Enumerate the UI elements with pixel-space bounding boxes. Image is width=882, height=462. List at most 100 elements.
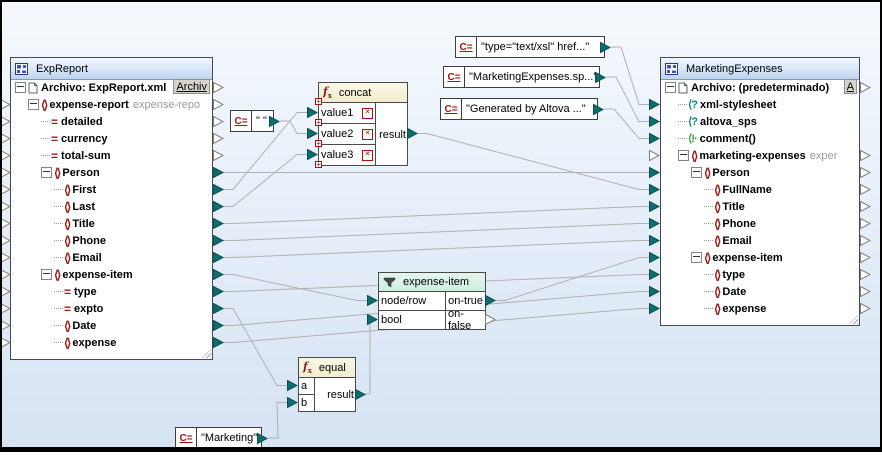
collapse-toggle[interactable]: [691, 167, 702, 178]
tree-item-expense[interactable]: ⟨⟩expense: [662, 300, 857, 317]
output-connector-Title[interactable]: [860, 201, 871, 212]
output-connector-expense[interactable]: [860, 303, 871, 314]
output-connector-on-false[interactable]: [485, 314, 496, 325]
tree-item-First[interactable]: ⟨⟩First: [12, 181, 210, 198]
filter-input-node/row[interactable]: node/row: [379, 292, 445, 311]
tree-item-Title[interactable]: ⟨⟩Title: [12, 215, 210, 232]
wire-filter-on-true-to-target-expense-item[interactable]: [495, 257, 649, 301]
output-connector-Person[interactable]: [860, 167, 871, 178]
output-connector-marketing-expenses[interactable]: [860, 150, 871, 161]
tree-item-Archivo-predeterminado-[interactable]: Archivo: (predeterminado)A: [662, 79, 857, 96]
input-connector-value2[interactable]: [307, 128, 318, 139]
input-connector-node/row[interactable]: [367, 295, 378, 306]
collapse-toggle[interactable]: [41, 167, 52, 178]
collapse-toggle[interactable]: [41, 269, 52, 280]
input-connector-type[interactable]: [649, 269, 660, 280]
collapse-toggle[interactable]: [28, 99, 39, 110]
wire-const-space-to-concat-value2[interactable]: [280, 120, 307, 134]
output-connector-Title[interactable]: [213, 218, 224, 229]
output-connector-Last[interactable]: [213, 201, 224, 212]
wire-source-expto-to-equal-a[interactable]: [223, 308, 287, 386]
component-expreport[interactable]: ExpReport: [10, 57, 213, 360]
component-header[interactable]: MarketingExpenses: [661, 58, 859, 80]
add-parameter-icon[interactable]: +: [315, 139, 322, 148]
delete-parameter-icon[interactable]: ✕: [362, 149, 373, 161]
tree-item-Date[interactable]: ⟨⟩Date: [662, 283, 857, 300]
input-connector-expense[interactable]: [2, 337, 11, 348]
add-parameter-icon[interactable]: +: [315, 160, 322, 169]
input-connector-total-sum[interactable]: [2, 150, 11, 161]
wire-concat-result-to-target-FullName[interactable]: [417, 133, 649, 190]
input-connector-Date[interactable]: [2, 320, 11, 331]
output-connector-type[interactable]: [213, 286, 224, 297]
input-connector-altova_sps[interactable]: [649, 116, 660, 127]
output-connector-Date[interactable]: [213, 320, 224, 331]
tree-item-xml-stylesheet[interactable]: ⟨?xml-stylesheet: [662, 96, 857, 113]
constant-generated[interactable]: C="Generated by Altova ...": [440, 98, 598, 120]
input-connector-detailed[interactable]: [2, 116, 11, 127]
function-output-result[interactable]: result: [375, 103, 407, 166]
tree-item-Person[interactable]: ⟨⟩Person: [662, 164, 857, 181]
tree-item-Email[interactable]: ⟨⟩Email: [662, 232, 857, 249]
delete-parameter-icon[interactable]: ✕: [362, 128, 373, 140]
output-connector-Phone[interactable]: [860, 218, 871, 229]
constant-xsl-type[interactable]: C="type="text/xsl" href...": [455, 36, 605, 58]
input-connector-expense-item[interactable]: [2, 269, 11, 280]
output-connector-currency[interactable]: [213, 133, 224, 144]
tree-item-total-sum[interactable]: =total-sum: [12, 147, 210, 164]
input-connector-value1[interactable]: [307, 107, 318, 118]
input-connector-Last[interactable]: [2, 201, 11, 212]
tree-item-detailed[interactable]: =detailed: [12, 113, 210, 130]
function-input-b[interactable]: b: [299, 395, 314, 412]
wire-source-Last-to-concat-value3[interactable]: [223, 154, 307, 207]
wire-const-generated-to-target-comment()[interactable]: [604, 108, 649, 139]
output-connector-result[interactable]: [355, 388, 366, 400]
function-input-value1[interactable]: value1✕: [319, 103, 375, 124]
output-connector-Email[interactable]: [860, 235, 871, 246]
wire-source-Email-to-target-Email[interactable]: [223, 240, 649, 258]
input-connector-b[interactable]: [287, 397, 298, 408]
output-connector-constant[interactable]: [593, 103, 604, 115]
filter-output-on-true[interactable]: on-true: [445, 292, 485, 311]
output-connector-constant[interactable]: [257, 432, 268, 444]
wire-const-xsl-type-to-target-xml-stylesheet[interactable]: [611, 46, 649, 105]
output-connector-Archivo: (predeterminado)[interactable]: [860, 82, 871, 93]
output-connector-Email[interactable]: [213, 252, 224, 263]
input-connector-FullName[interactable]: [649, 184, 660, 195]
output-connector-constant[interactable]: [595, 71, 606, 83]
function-input-a[interactable]: a: [299, 378, 314, 395]
tree-item-expto[interactable]: =expto: [12, 300, 210, 317]
component-marketingexpenses[interactable]: MarketingExpenses: [660, 57, 860, 326]
tree-item-Title[interactable]: ⟨⟩Title: [662, 198, 857, 215]
wire-source-expense-item-to-filter-node/row[interactable]: [223, 274, 367, 301]
component-header[interactable]: ExpReport: [11, 58, 212, 80]
wire-source-Title-to-target-Title[interactable]: [223, 206, 649, 224]
function-input-value2[interactable]: value2✕: [319, 124, 375, 145]
tree-item-Person[interactable]: ⟨⟩Person: [12, 164, 210, 181]
file-options-button[interactable]: Archiv: [173, 79, 210, 94]
output-connector-expense-item[interactable]: [860, 252, 871, 263]
tree-item-currency[interactable]: =currency: [12, 130, 210, 147]
resize-grip[interactable]: [849, 315, 858, 324]
function-input-value3[interactable]: value3✕: [319, 145, 375, 166]
file-options-button[interactable]: A: [843, 79, 857, 94]
tree-item-expense[interactable]: ⟨⟩expense: [12, 334, 210, 351]
output-connector-type[interactable]: [860, 269, 871, 280]
input-connector-value3[interactable]: [307, 149, 318, 160]
filter-input-bool[interactable]: bool: [379, 311, 445, 330]
tree-item-altova_sps[interactable]: ⟨?altova_sps: [662, 113, 857, 130]
output-connector-expto[interactable]: [213, 303, 224, 314]
collapse-toggle[interactable]: [691, 252, 702, 263]
input-connector-currency[interactable]: [2, 133, 11, 144]
input-connector-Person[interactable]: [649, 167, 660, 178]
input-connector-expense-report[interactable]: [2, 99, 11, 110]
input-connector-a[interactable]: [287, 380, 298, 391]
output-connector-constant[interactable]: [269, 115, 280, 127]
output-connector-FullName[interactable]: [860, 184, 871, 195]
output-connector-constant[interactable]: [600, 41, 611, 53]
tree-item-expense-item[interactable]: ⟨⟩expense-item: [12, 266, 210, 283]
